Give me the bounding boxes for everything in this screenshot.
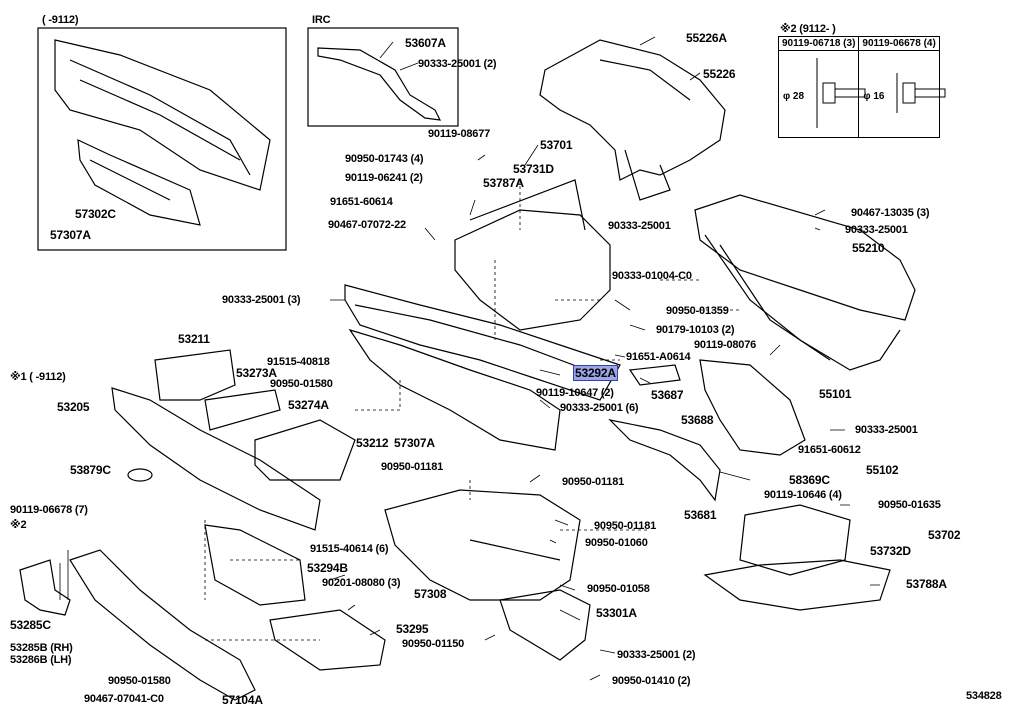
part-label[interactable]: 53702 (928, 528, 961, 542)
part-label[interactable]: 53301A (596, 606, 637, 620)
part-label[interactable]: 53273A (236, 366, 277, 380)
part-label[interactable]: 53731D (513, 162, 554, 176)
part-label[interactable]: 53607A (405, 36, 446, 50)
part-label[interactable]: 57308 (414, 587, 447, 601)
part-label[interactable]: 90950-01150 (402, 638, 465, 650)
part-label[interactable]: 53701 (540, 138, 573, 152)
part-label[interactable]: 53294B (307, 561, 348, 575)
part-label[interactable]: 55210 (852, 241, 885, 255)
part-label[interactable]: 90333-25001 (2) (617, 649, 696, 661)
part-label[interactable]: 55226A (686, 31, 727, 45)
table-col2-drawing: φ 16 (858, 50, 946, 138)
part-label[interactable]: 90467-13035 (3) (851, 207, 930, 219)
part-label[interactable]: 91515-40818 (267, 356, 330, 368)
part-label[interactable]: 90950-01058 (587, 583, 650, 595)
part-label[interactable]: 90950-01410 (2) (612, 675, 691, 687)
part-label[interactable]: 53732D (870, 544, 911, 558)
part-label[interactable]: 90333-25001 (845, 224, 908, 236)
part-label[interactable]: 53274A (288, 398, 329, 412)
part-label[interactable]: 90201-08080 (3) (322, 577, 401, 589)
part-label[interactable]: 53285B (RH) (10, 642, 73, 654)
part-label[interactable]: 91651-60614 (330, 196, 393, 208)
part-label[interactable]: 90950-01060 (585, 537, 648, 549)
part-label[interactable]: 90119-06241 (2) (345, 172, 423, 184)
part-label[interactable]: 53285C (10, 618, 51, 632)
part-label[interactable]: 90333-25001 (608, 220, 671, 232)
part-label[interactable]: 53688 (681, 413, 714, 427)
table-col2-dim: φ 16 (863, 91, 885, 102)
table-col1-part: 90119-06718 (3) (777, 36, 860, 51)
fastener-table: 90119-06718 (3)90119-06678 (4) φ 28 φ 16 (777, 36, 946, 138)
part-label[interactable]: 91515-40614 (6) (310, 543, 389, 555)
part-label[interactable]: 90950-01635 (878, 499, 941, 511)
header-irc: IRC (312, 14, 331, 26)
part-label[interactable]: 53211 (178, 332, 210, 346)
header-mark2: ※2 (10, 519, 27, 531)
part-label[interactable]: 90950-01181 (562, 476, 625, 488)
part-label[interactable]: 90950-01580 (108, 675, 171, 687)
part-label[interactable]: 90950-01359 (666, 305, 729, 317)
part-label[interactable]: 53681 (684, 508, 717, 522)
part-label-highlighted[interactable]: 53292A (573, 365, 618, 381)
part-label[interactable]: 53687 (651, 388, 684, 402)
part-label[interactable]: 90179-10103 (2) (656, 324, 735, 336)
part-label[interactable]: 90119-10647 (2) (536, 387, 614, 399)
part-label[interactable]: 53295 (396, 622, 429, 636)
part-label[interactable]: 53286B (LH) (10, 654, 72, 666)
part-label[interactable]: 90950-01181 (381, 461, 444, 473)
part-label[interactable]: 90467-07072-22 (328, 219, 406, 231)
part-label[interactable]: 53788A (906, 577, 947, 591)
part-label[interactable]: 53212 (356, 436, 389, 450)
table-col1-drawing: φ 28 (777, 50, 866, 138)
part-label[interactable]: 53205 (57, 400, 90, 414)
part-label[interactable]: 53787A (483, 176, 524, 190)
part-label[interactable]: 57104A (222, 693, 263, 707)
part-label[interactable]: 57307A (394, 436, 435, 450)
part-label[interactable]: 91651-A0614 (626, 351, 691, 363)
bolt-short-icon (896, 73, 946, 113)
part-label[interactable]: 55102 (866, 463, 899, 477)
header-note1: ※1 ( -9112) (10, 371, 66, 383)
table-col1-dim: φ 28 (783, 91, 805, 102)
part-label[interactable]: 58369C (789, 473, 830, 487)
header-date-range: ( -9112) (42, 14, 79, 26)
part-label[interactable]: 53879C (70, 463, 111, 477)
part-label[interactable]: 90333-25001 (3) (222, 294, 301, 306)
part-label[interactable]: 90333-01004-C0 (612, 270, 692, 282)
part-label[interactable]: 90333-25001 (6) (560, 402, 639, 414)
part-label[interactable]: 90950-01743 (4) (345, 153, 424, 165)
part-label[interactable]: 90950-01580 (270, 378, 333, 390)
part-label[interactable]: 90333-25001 (2) (418, 58, 497, 70)
diagram-id: 534828 (966, 690, 1002, 702)
part-label[interactable]: 90950-01181 (594, 520, 657, 532)
part-label[interactable]: 90119-08076 (694, 339, 757, 351)
header-note2: ※2 (9112- ) (780, 23, 836, 35)
part-label[interactable]: 57302C (75, 207, 116, 221)
part-label[interactable]: 90119-10646 (4) (764, 489, 842, 501)
part-label[interactable]: 90119-06678 (7) (10, 504, 88, 516)
part-label[interactable]: 90467-07041-C0 (84, 693, 164, 705)
part-label[interactable]: 55101 (819, 387, 852, 401)
part-label[interactable]: 90333-25001 (855, 424, 918, 436)
table-col2-part: 90119-06678 (4) (858, 36, 940, 51)
part-label[interactable]: 55226 (703, 67, 736, 81)
part-label[interactable]: 57307A (50, 228, 91, 242)
part-label[interactable]: 90119-08677 (428, 128, 491, 140)
part-label[interactable]: 91651-60612 (798, 444, 861, 456)
